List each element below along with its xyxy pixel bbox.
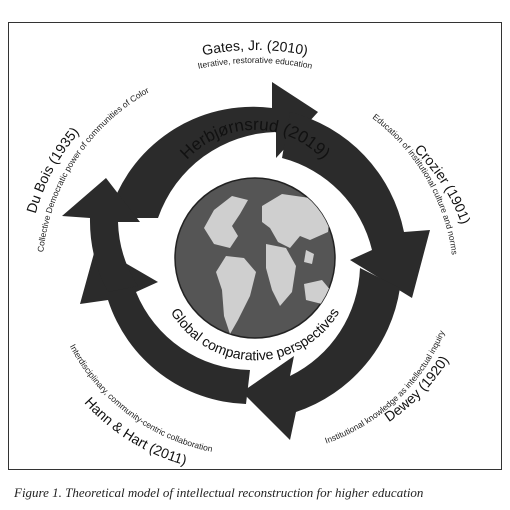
arrow-left — [62, 178, 140, 292]
globe-continents — [204, 194, 332, 334]
globe — [174, 177, 336, 339]
arrow-bottom-right — [242, 268, 400, 440]
node-gates-name: Gates, Jr. (2010) — [201, 37, 310, 58]
node-gates-desc: Iterative, restorative education — [197, 55, 314, 71]
node-hann-hart-name: Hann & Hart (2011) — [82, 394, 189, 468]
cycle-arrows — [62, 82, 430, 440]
node-dewey-name: Dewey (1920) — [381, 353, 451, 425]
figure-caption: Figure 1. Theoretical model of intellect… — [14, 485, 424, 500]
arrow-right — [282, 112, 430, 298]
arrow-top — [108, 82, 318, 218]
